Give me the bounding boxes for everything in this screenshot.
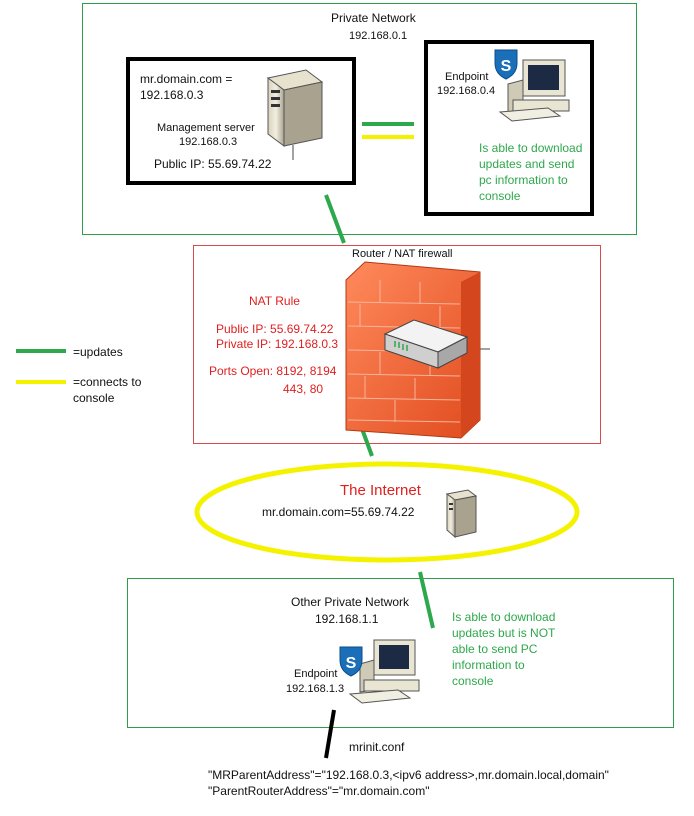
endpoint-note-line4: console bbox=[479, 189, 521, 203]
legend-console-line1: =connects to bbox=[73, 375, 142, 389]
endpoint-label: Endpoint bbox=[445, 71, 489, 83]
management-public-ip: Public IP: 55.69.74.22 bbox=[154, 157, 272, 171]
router-nat-box bbox=[193, 245, 601, 444]
config-filename: mrinit.conf bbox=[349, 740, 405, 754]
endpoint-note-line3: pc information to bbox=[479, 173, 568, 187]
svg-text:S: S bbox=[346, 655, 357, 672]
line-endpoint-to-config bbox=[324, 709, 336, 759]
management-server-label: Management server bbox=[157, 122, 255, 134]
internet-title: The Internet bbox=[340, 482, 421, 499]
management-server-ip: 192.168.0.3 bbox=[179, 136, 238, 148]
other-note-line3: able to send PC bbox=[452, 642, 538, 656]
legend-updates-label: =updates bbox=[73, 345, 123, 359]
private-network-box bbox=[82, 3, 637, 235]
endpoint-note-line2: updates and send bbox=[479, 157, 575, 171]
line-internet-to-other bbox=[418, 571, 435, 629]
management-server-box bbox=[126, 57, 356, 185]
firewall-icon bbox=[345, 261, 490, 439]
config-line2: "ParentRouterAddress"="mr.domain.com" bbox=[208, 784, 430, 798]
other-note-line2: updates but is NOT bbox=[452, 626, 556, 640]
endpoint-ip: 192.168.0.4 bbox=[437, 85, 496, 97]
internet-server-icon bbox=[445, 489, 478, 539]
router-title: Router / NAT firewall bbox=[352, 248, 453, 260]
private-network-ip: 192.168.0.1 bbox=[349, 30, 408, 42]
management-server-icon bbox=[266, 69, 324, 160]
other-endpoint-label: Endpoint bbox=[294, 668, 338, 680]
other-network-box bbox=[127, 578, 674, 728]
endpoint-computer-icon bbox=[498, 59, 570, 122]
nat-public-ip: Public IP: 55.69.74.22 bbox=[216, 322, 334, 336]
sophos-shield-icon: S bbox=[494, 49, 518, 80]
legend-console-line2: console bbox=[73, 391, 115, 405]
nat-private-ip: Private IP: 192.168.0.3 bbox=[216, 337, 339, 351]
management-dns-line1: mr.domain.com = bbox=[140, 72, 233, 86]
other-network-title: Other Private Network bbox=[291, 595, 410, 609]
other-endpoint-computer-icon bbox=[348, 639, 420, 704]
endpoint-note-line1: Is able to download bbox=[479, 141, 583, 155]
management-dns-line2: 192.168.0.3 bbox=[140, 88, 204, 102]
private-network-title: Private Network bbox=[331, 11, 416, 25]
other-network-ip: 192.168.1.1 bbox=[315, 612, 379, 626]
internet-dns: mr.domain.com=55.69.74.22 bbox=[262, 505, 415, 519]
svg-text:S: S bbox=[501, 58, 512, 75]
other-note-line5: console bbox=[452, 674, 494, 688]
other-note-line4: information to bbox=[452, 658, 525, 672]
line-mgmt-to-router bbox=[324, 194, 346, 244]
other-endpoint-ip: 192.168.1.3 bbox=[286, 683, 345, 695]
nat-rule-title: NAT Rule bbox=[249, 294, 300, 308]
nat-ports-line2: 443, 80 bbox=[283, 382, 324, 396]
internet-ellipse bbox=[194, 461, 580, 563]
nat-ports-line1: Ports Open: 8192, 8194 bbox=[209, 364, 337, 378]
other-sophos-shield-icon: S bbox=[339, 646, 363, 677]
endpoint-box bbox=[424, 40, 594, 216]
other-note-line1: Is able to download bbox=[452, 610, 556, 624]
config-line1: "MRParentAddress"="192.168.0.3,<ipv6 add… bbox=[208, 768, 609, 782]
